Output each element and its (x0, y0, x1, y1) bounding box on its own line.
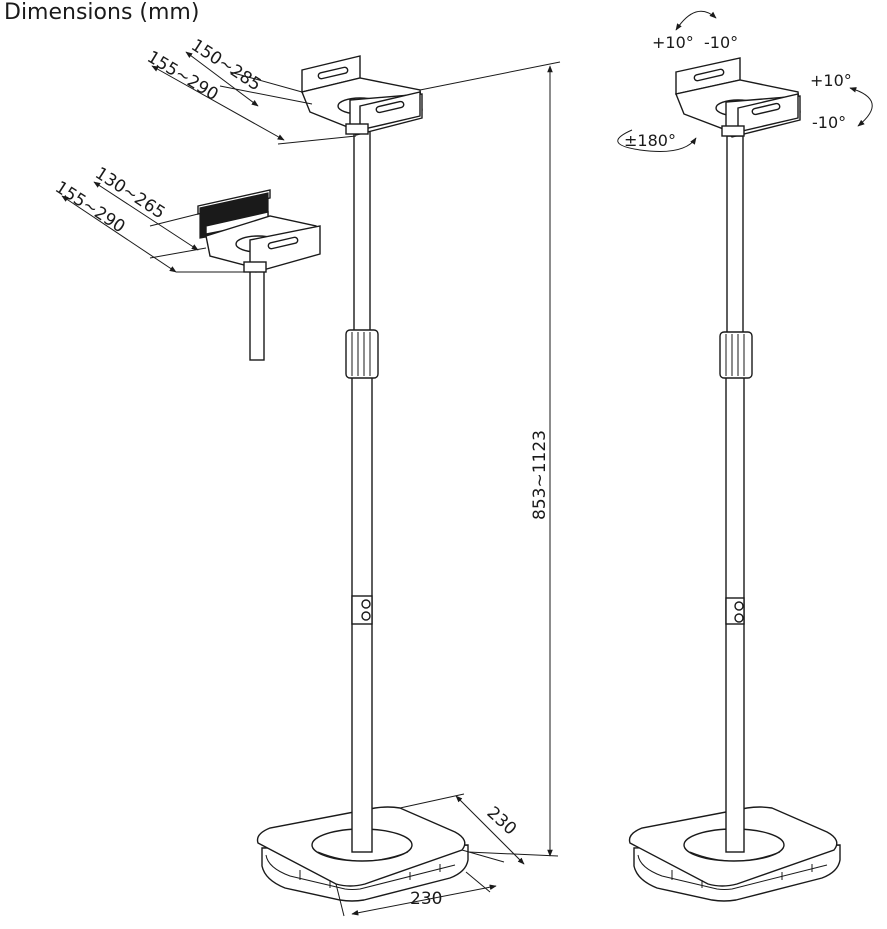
dim-base-depth: 230 (483, 803, 521, 840)
inset-bracket (197, 189, 321, 361)
height-adjust-collar-right (719, 331, 753, 379)
angle-swivel-up: +10° (810, 71, 852, 90)
dimension-lines (61, 51, 561, 917)
stand-pole (351, 129, 373, 853)
angle-tilt-up: +10° (652, 33, 694, 52)
speaker-bracket-large (301, 55, 423, 136)
main-stand (256, 55, 469, 902)
dimension-labels: 150~285 155~290 130~265 155~290 853~1123… (51, 35, 550, 909)
dim-height: 853~1123 (530, 430, 550, 520)
angle-tilt-down: -10° (704, 33, 738, 52)
speaker-bracket-right (675, 57, 801, 138)
dim-base-width: 230 (410, 889, 442, 909)
page-title: Dimensions (mm) (4, 0, 200, 25)
angle-arrows (617, 10, 873, 152)
angle-swivel-down: -10° (812, 113, 846, 132)
stand-pole-right (725, 135, 745, 853)
angle-labels: +10° -10° +10° -10° ±180° (624, 33, 852, 150)
height-adjust-collar (345, 329, 379, 379)
angle-rotate: ±180° (624, 131, 676, 150)
adjustment-stand (628, 57, 841, 902)
